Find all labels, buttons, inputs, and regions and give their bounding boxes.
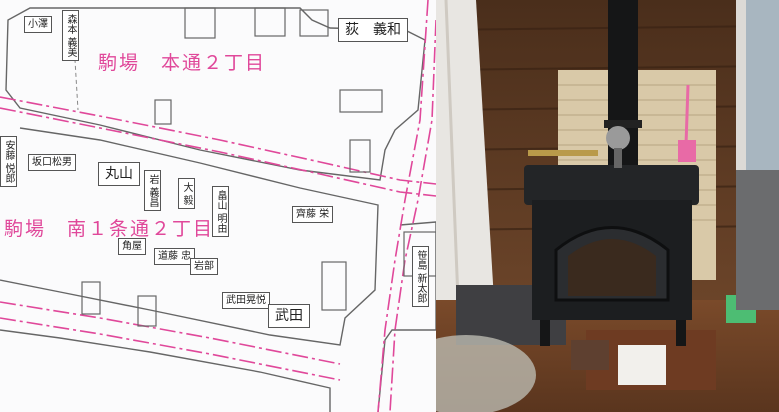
wood-stove-photo — [436, 0, 779, 412]
resident-tag: 荻 義和 — [338, 18, 408, 42]
district-label-minami1jo: 駒場 南１条通２丁目 — [4, 218, 215, 240]
district-label-hondori: 駒場 本通２丁目 — [98, 52, 267, 74]
resident-tag: 安藤 悦郎 — [0, 136, 17, 188]
resident-tag: 小澤 — [24, 16, 52, 33]
map-lines — [0, 0, 436, 412]
resident-tag: 道藤 忠 — [154, 248, 196, 265]
resident-tag: 丸山 — [98, 162, 140, 186]
residential-map: 駒場 本通２丁目 駒場 南１条通２丁目 小澤 森本 義美 荻 義和 安藤 悦郎 … — [0, 0, 436, 412]
resident-tag: 岩 義昌 — [144, 170, 161, 212]
resident-tag: 齊藤 栄 — [292, 206, 334, 223]
resident-tag: 坂口松男 — [28, 154, 76, 171]
resident-tag: 武田 — [268, 304, 310, 328]
resident-tag: 笹島 新太郎 — [412, 246, 429, 308]
resident-tag: 森本 義美 — [62, 10, 79, 62]
stove-scene — [436, 0, 779, 412]
resident-tag: 角屋 — [118, 238, 146, 255]
resident-tag: 武田晃悦 — [222, 292, 270, 309]
resident-tag: 畠山 明由 — [212, 186, 229, 238]
resident-tag: 岩部 — [190, 258, 218, 275]
resident-tag: 大 毅 — [178, 178, 195, 210]
